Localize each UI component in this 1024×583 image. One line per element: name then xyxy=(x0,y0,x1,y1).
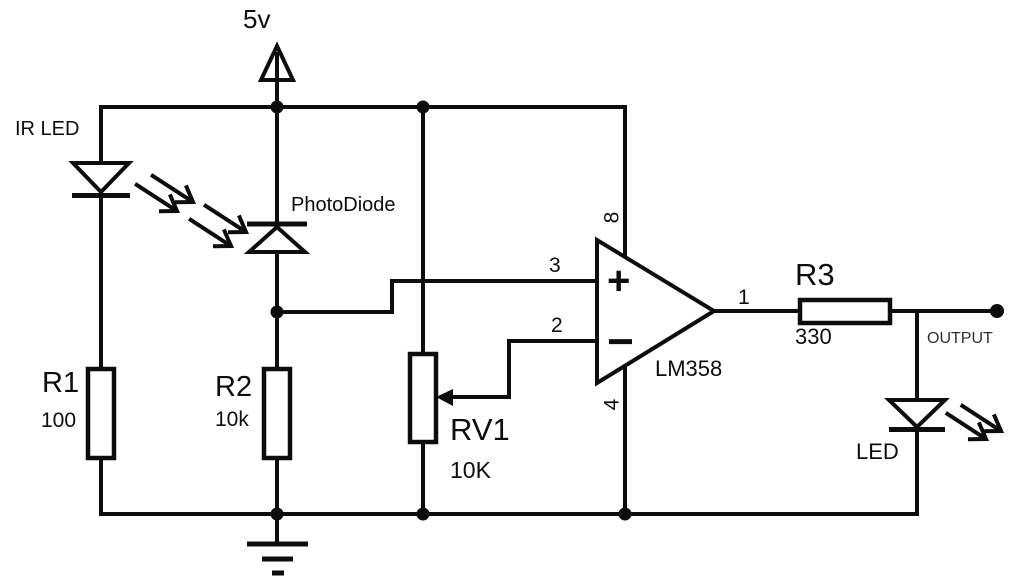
power-arrow-icon xyxy=(257,41,297,82)
r2-body xyxy=(261,366,293,461)
junction-dot xyxy=(416,100,430,114)
ir-led-symbol xyxy=(68,161,134,195)
r1-body xyxy=(85,366,117,461)
ir-led-emission-arrow-icon xyxy=(133,182,181,214)
output-led-emission-arrow-icon xyxy=(959,403,1005,434)
output-label: OUTPUT xyxy=(927,330,993,347)
rv1-wiper-arrowhead xyxy=(436,389,453,406)
opamp-minus-sign: − xyxy=(607,315,634,367)
photodiode-light-arrow-icon xyxy=(187,217,235,249)
photodiode-light-arrow-icon xyxy=(202,203,250,235)
output-led-label: LED xyxy=(856,439,899,464)
opamp-triangle xyxy=(595,236,718,387)
opamp-pin2-label: 2 xyxy=(551,314,563,337)
rv1-body xyxy=(407,351,439,445)
wire-noninverting-input xyxy=(277,279,597,314)
junction-dot xyxy=(618,507,632,521)
power-label: 5v xyxy=(243,4,271,34)
photodiode-symbol xyxy=(243,224,311,254)
wire-inverting-input xyxy=(443,339,597,399)
r3-value-label: 330 xyxy=(795,324,832,349)
junction-dot xyxy=(416,507,430,521)
rv1-value-label: 10K xyxy=(450,457,491,483)
opamp-pin1-label: 1 xyxy=(738,286,750,309)
r1-ref-label: R1 xyxy=(42,367,80,399)
output-terminal-dot xyxy=(990,304,1004,318)
output-led-symbol xyxy=(884,398,950,430)
output-led-emission-arrow-icon xyxy=(944,411,990,442)
junction-dot xyxy=(270,305,284,319)
photodiode-label: PhotoDiode xyxy=(291,194,396,216)
wire-top-rail xyxy=(99,105,627,258)
opamp-pin3-label: 3 xyxy=(549,254,561,277)
r1-value-label: 100 xyxy=(41,409,77,432)
ir-led-emission-arrow-icon xyxy=(149,173,197,205)
ir-led-label: IR LED xyxy=(15,118,80,140)
opamp-pin8-label: 8 xyxy=(600,211,624,224)
opamp-part-label: LM358 xyxy=(655,356,723,381)
r2-value-label: 10k xyxy=(215,408,249,431)
rv1-ref-label: RV1 xyxy=(450,412,510,447)
wire-r1-to-ground-rail xyxy=(99,429,919,516)
r3-body xyxy=(797,297,893,326)
junction-dot xyxy=(270,507,284,521)
opamp-pin4-label: 4 xyxy=(600,398,624,411)
r2-ref-label: R2 xyxy=(215,371,253,403)
junction-dot xyxy=(270,100,284,114)
r3-ref-label: R3 xyxy=(795,257,835,292)
opamp-plus-sign: + xyxy=(607,259,631,303)
